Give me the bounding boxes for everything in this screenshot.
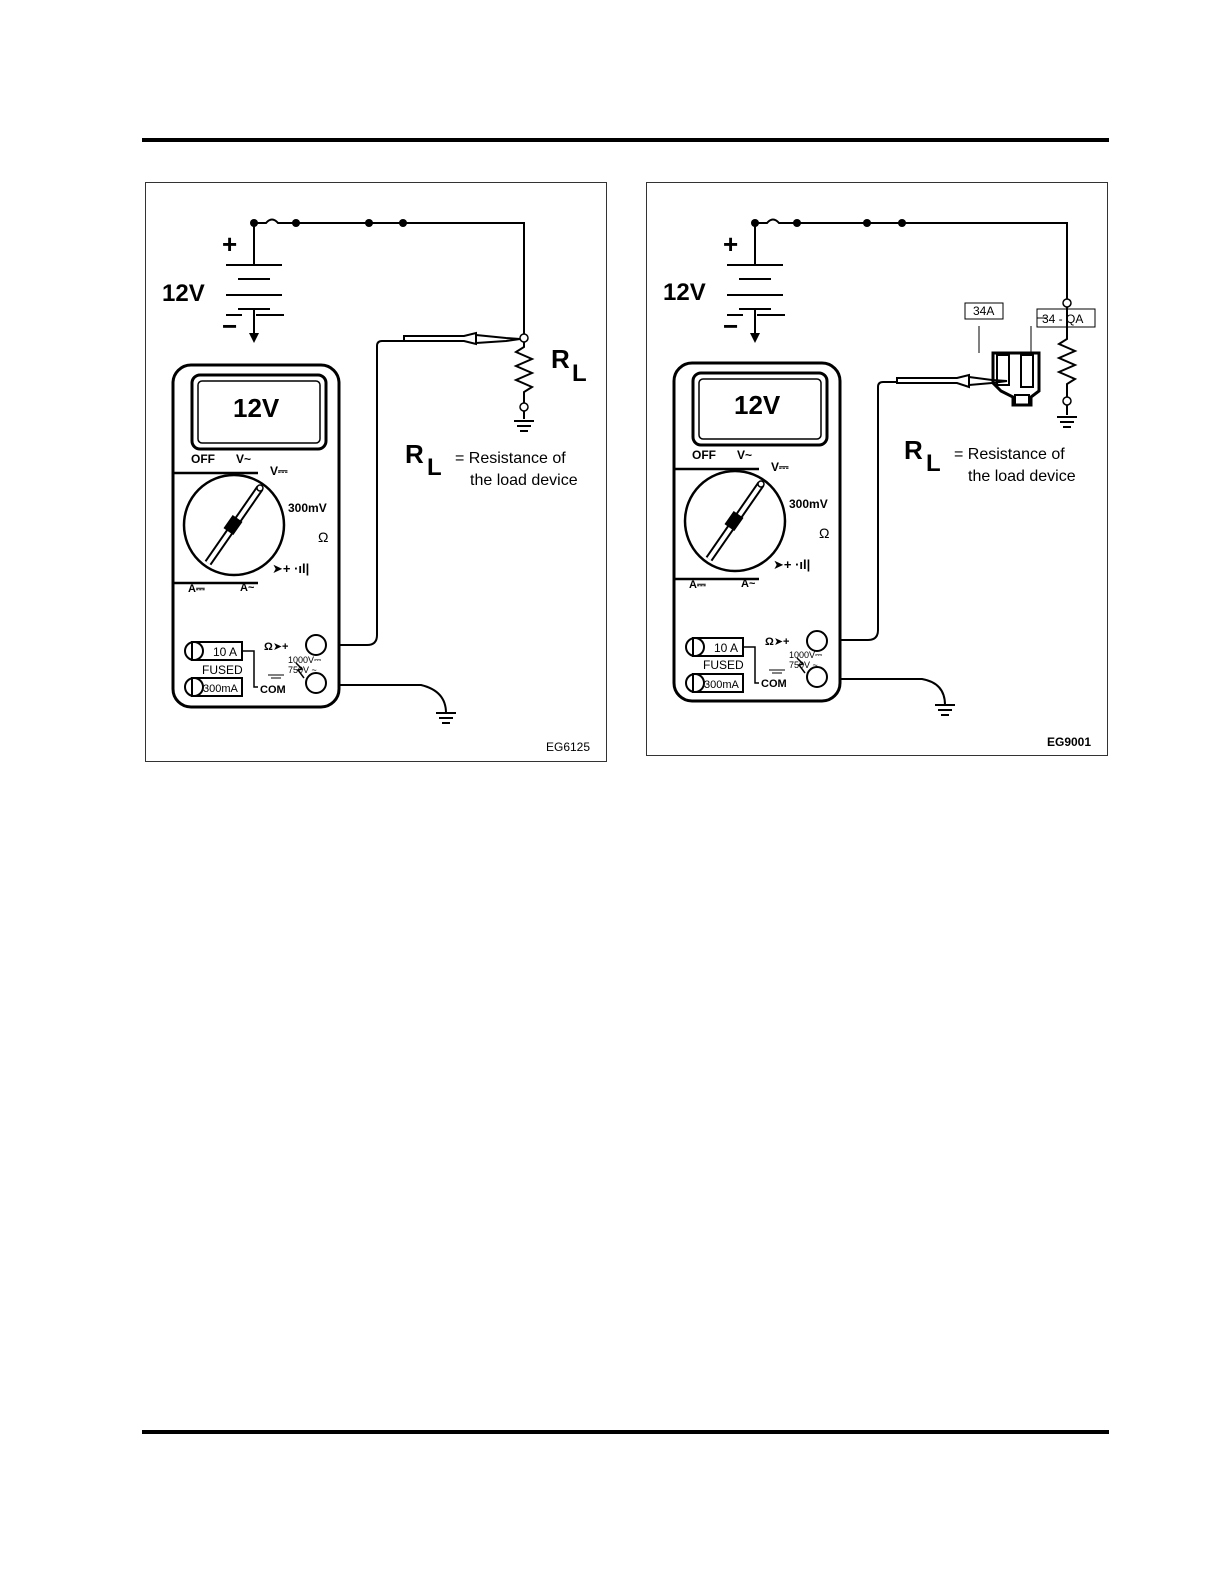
probe	[404, 333, 476, 344]
svg-text:300mV: 300mV	[288, 501, 327, 515]
battery-plus: +	[222, 229, 237, 259]
header-rule	[142, 138, 1109, 142]
svg-text:OFF: OFF	[692, 448, 716, 462]
legend-line-1: = Resistance of	[455, 450, 566, 467]
diagram-connector-test: + 12V − 12V OFF V~ V⎓ 300mV Ω ➤+ ·ıl| A⎓…	[647, 183, 1107, 761]
svg-text:V⎓: V⎓	[270, 464, 288, 478]
svg-text:300mA: 300mA	[704, 679, 740, 691]
svg-text:A~: A~	[741, 578, 756, 590]
svg-text:COM: COM	[260, 684, 286, 696]
footer-rule	[142, 1430, 1109, 1434]
figure-eg9001: + 12V − 12V OFF V~ V⎓ 300mV Ω ➤+ ·ıl| A⎓…	[646, 182, 1108, 756]
svg-text:A~: A~	[240, 582, 255, 594]
battery-minus: −	[222, 311, 237, 341]
supply-wire	[254, 220, 524, 334]
svg-text:A⎓: A⎓	[689, 579, 706, 591]
svg-text:Ω➤+: Ω➤+	[264, 641, 288, 653]
svg-text:750V ~: 750V ~	[288, 665, 317, 675]
svg-text:10 A: 10 A	[714, 641, 738, 655]
figure-eg6125: + 12V − 12V OFF V~ V⎓ 300mV Ω ➤+ ·ıl| A⎓…	[145, 182, 607, 762]
svg-text:V~: V~	[236, 452, 251, 466]
legend-rl: R	[405, 439, 424, 469]
figure-code: EG9001	[1047, 735, 1091, 749]
svg-text:Ω: Ω	[318, 529, 328, 545]
supply-wire	[755, 220, 1067, 300]
legend-line-2: the load device	[470, 472, 578, 489]
connector-label-34a: 34A	[973, 304, 994, 318]
svg-text:➤+ ·ıl|: ➤+ ·ıl|	[272, 561, 309, 576]
svg-text:300mV: 300mV	[789, 497, 828, 511]
battery-voltage: 12V	[663, 279, 706, 306]
svg-text:V⎓: V⎓	[771, 460, 789, 474]
svg-text:750V ~: 750V ~	[789, 660, 818, 670]
svg-text:A⎓: A⎓	[188, 583, 205, 595]
svg-text:1000V⎓: 1000V⎓	[288, 655, 321, 665]
legend-rl: R	[904, 435, 923, 465]
meter-reading: 12V	[734, 390, 781, 420]
svg-text:300mA: 300mA	[203, 683, 239, 695]
svg-text:10 A: 10 A	[213, 645, 237, 659]
svg-text:L: L	[926, 450, 941, 477]
svg-text:V~: V~	[737, 448, 752, 462]
rl-label: R	[551, 344, 570, 374]
meter-reading: 12V	[233, 393, 280, 423]
svg-text:L: L	[572, 360, 587, 387]
svg-text:Ω: Ω	[819, 525, 829, 541]
ground-lead	[330, 685, 446, 713]
battery-voltage: 12V	[162, 280, 205, 307]
svg-text:OFF: OFF	[191, 452, 215, 466]
probe	[897, 375, 969, 387]
connector-label-34qa: 34 - QA	[1042, 312, 1083, 326]
diagram-voltage-test: + 12V − 12V OFF V~ V⎓ 300mV Ω ➤+ ·ıl| A⎓…	[146, 183, 606, 761]
svg-text:L: L	[427, 454, 442, 481]
svg-text:COM: COM	[761, 678, 787, 690]
ground-lead	[831, 679, 945, 705]
battery-minus: −	[723, 311, 738, 341]
load-resistor	[516, 333, 532, 405]
battery-plus: +	[723, 229, 738, 259]
figure-code: EG6125	[546, 740, 590, 754]
legend-line-2: the load device	[968, 468, 1076, 485]
svg-text:FUSED: FUSED	[202, 663, 243, 677]
svg-text:Ω➤+: Ω➤+	[765, 636, 789, 648]
svg-text:➤+ ·ıl|: ➤+ ·ıl|	[773, 557, 810, 572]
legend-line-1: = Resistance of	[954, 446, 1065, 463]
svg-text:FUSED: FUSED	[703, 658, 744, 672]
svg-text:1000V⎓: 1000V⎓	[789, 650, 822, 660]
